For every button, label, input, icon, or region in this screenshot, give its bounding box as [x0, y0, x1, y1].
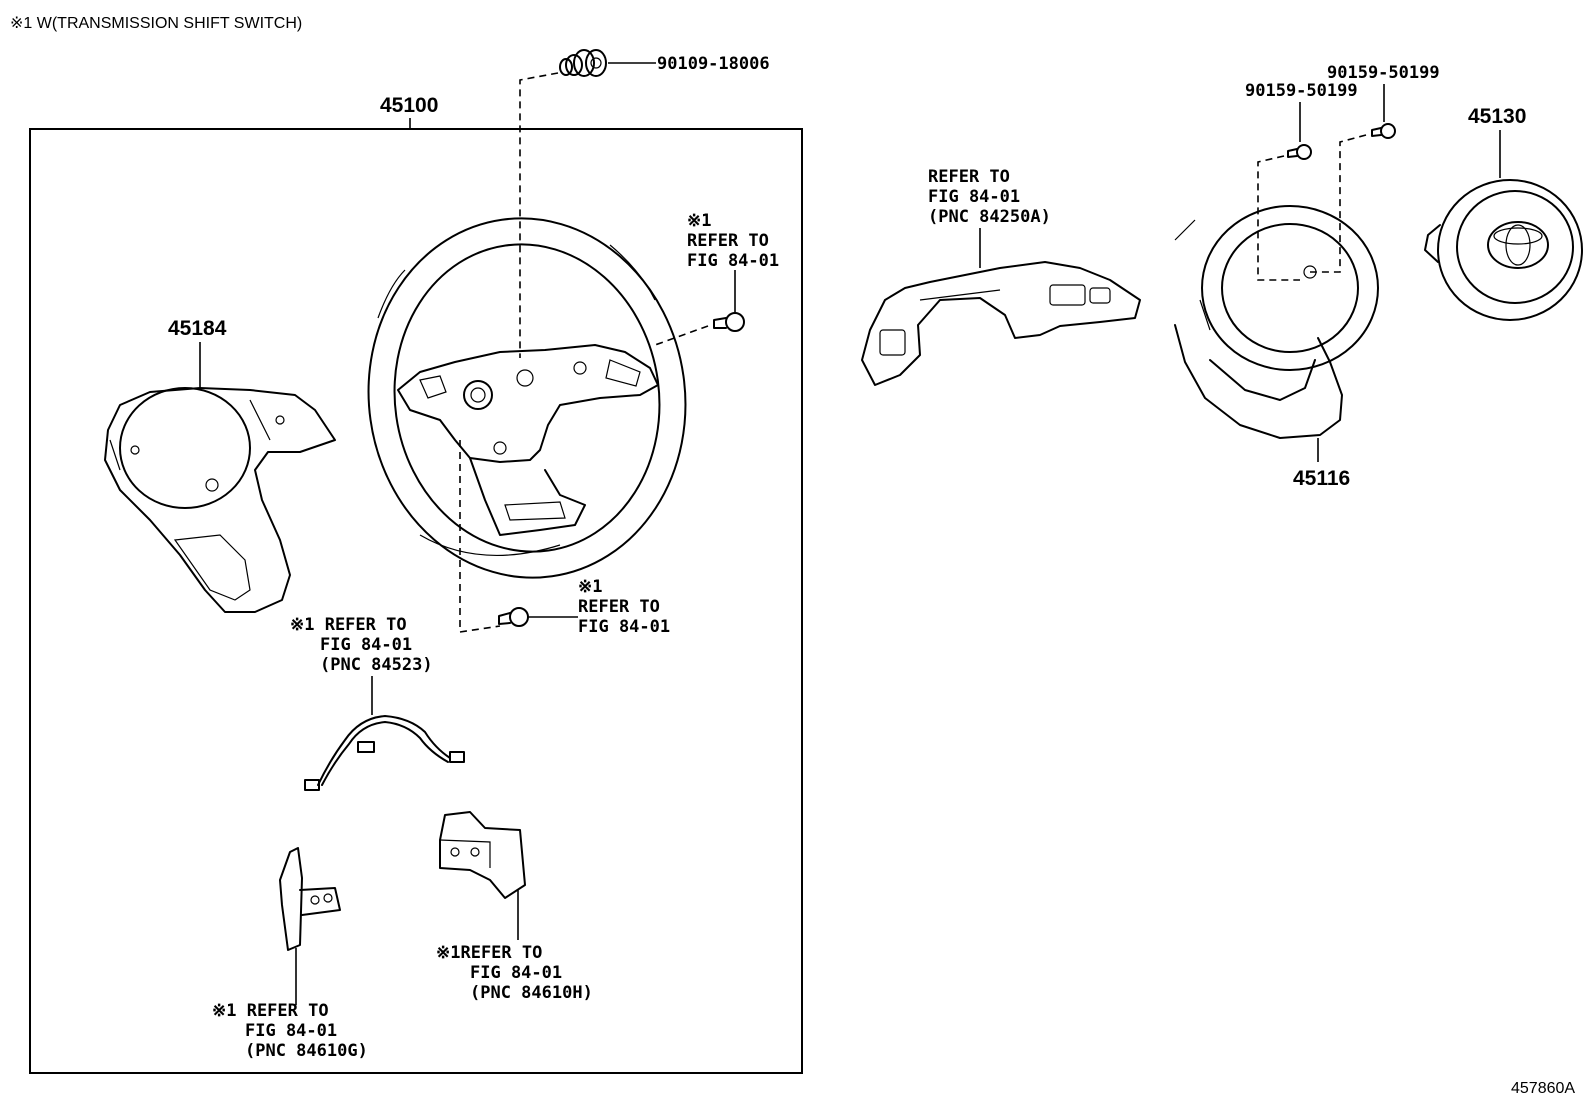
- assembly-box: [29, 128, 803, 1074]
- switch-ref-line3: (PNC 84250A): [928, 207, 1051, 227]
- cover-screw-lower-dashline: [1257, 155, 1300, 281]
- bolt-bottom-ref-line2: FIG 84-01: [578, 617, 670, 637]
- paddle-left-ref-line3: (PNC 84610G): [245, 1041, 368, 1061]
- paddle-right-ref-line3: (PNC 84610H): [470, 983, 593, 1003]
- bolt-bottom-icon: [498, 607, 529, 627]
- figure-id: 457860A: [1511, 1080, 1575, 1097]
- rear-cover-icon: [104, 387, 336, 613]
- bolt-bottom-ref-line1: REFER TO: [578, 597, 660, 617]
- paddle-left-ref-line1: ※1 REFER TO: [212, 1001, 329, 1021]
- bolt-bottom-dashline: [459, 440, 501, 633]
- part-number-lower-cover: 45116: [1293, 467, 1350, 490]
- paddle-left-ref-line2: FIG 84-01: [245, 1021, 337, 1041]
- paddle-switch-left-icon: [279, 847, 341, 951]
- cover-screw-upper-dashline: [1310, 134, 1367, 273]
- lower-cover-icon: [1174, 205, 1379, 439]
- assembly-number: 45100: [380, 94, 438, 117]
- paddle-switch-right-icon: [439, 811, 526, 899]
- part-number-airbag: 45130: [1468, 105, 1526, 128]
- airbag-icon: [1424, 179, 1583, 321]
- harness-ref-line2: FIG 84-01: [320, 635, 412, 655]
- nut-top-dashline: [519, 72, 559, 358]
- switch-ref-line1: REFER TO: [928, 167, 1010, 187]
- part-number-nut-top: 90109-18006: [657, 54, 770, 74]
- paddle-right-ref-line2: FIG 84-01: [470, 963, 562, 983]
- part-number-cover-screw-upper: 90159-50199: [1327, 63, 1440, 83]
- bolt-right-ref-mark: ※1: [687, 211, 711, 231]
- bolt-right-ref-line1: REFER TO: [687, 231, 769, 251]
- cover-screw-upper-icon: [1371, 123, 1396, 139]
- bolt-right-ref-line2: FIG 84-01: [687, 251, 779, 271]
- bolt-right-dashline: [654, 325, 709, 346]
- bolt-right-icon: [713, 312, 745, 332]
- part-number-cover-screw-lower: 90159-50199: [1245, 81, 1358, 101]
- paddle-right-ref-line1: ※1REFER TO: [436, 943, 542, 963]
- cover-screw-lower-icon: [1287, 144, 1312, 160]
- part-number-rear-cover: 45184: [168, 317, 227, 340]
- header-note: ※1 W(TRANSMISSION SHIFT SWITCH): [10, 15, 302, 32]
- nut-top-icon: [559, 49, 607, 77]
- harness-ref-line3: (PNC 84523): [320, 655, 433, 675]
- switch-ref-line2: FIG 84-01: [928, 187, 1020, 207]
- wire-harness-icon: [304, 715, 465, 791]
- harness-ref-line1: ※1 REFER TO: [290, 615, 407, 635]
- steering-switch-icon: [861, 261, 1141, 386]
- bolt-bottom-ref-mark: ※1: [578, 577, 602, 597]
- steering-wheel-icon: [367, 217, 687, 579]
